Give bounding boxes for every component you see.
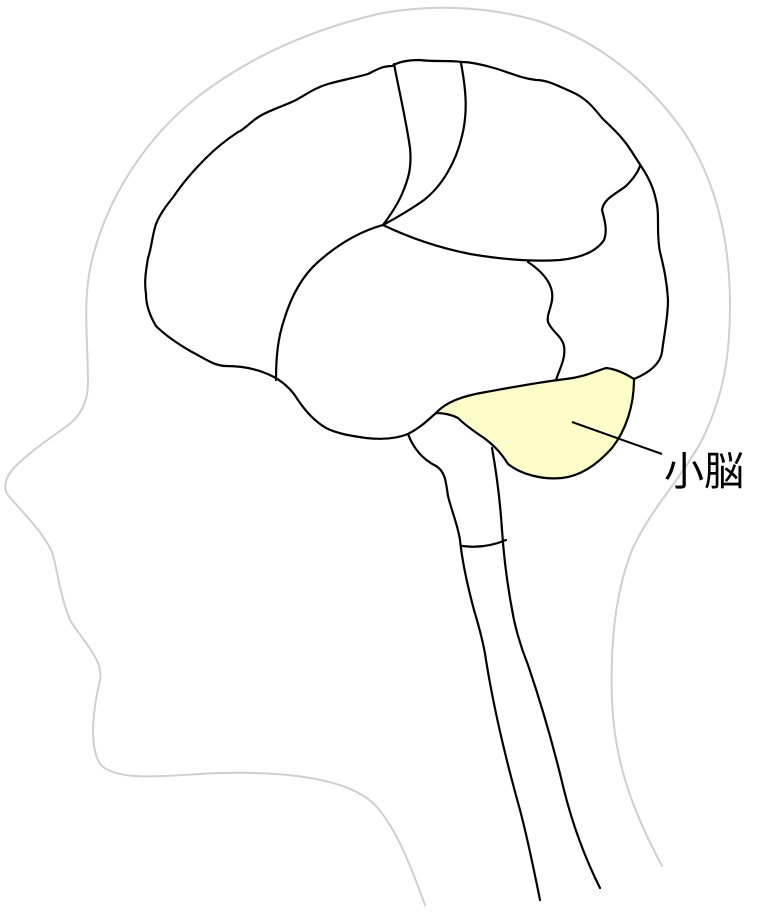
head-profile-outline	[5, 8, 730, 905]
cerebellum-region	[436, 368, 634, 478]
central-sulcus-front	[383, 64, 411, 225]
medulla-junction	[462, 540, 506, 547]
cerebellum-label: 小脳	[664, 446, 744, 498]
brainstem-back	[492, 448, 600, 888]
parietal-boundary	[383, 166, 640, 261]
brainstem-front	[408, 434, 540, 900]
occipital-boundary	[528, 262, 564, 380]
lateral-sulcus	[276, 225, 383, 380]
central-sulcus-back	[383, 63, 466, 225]
